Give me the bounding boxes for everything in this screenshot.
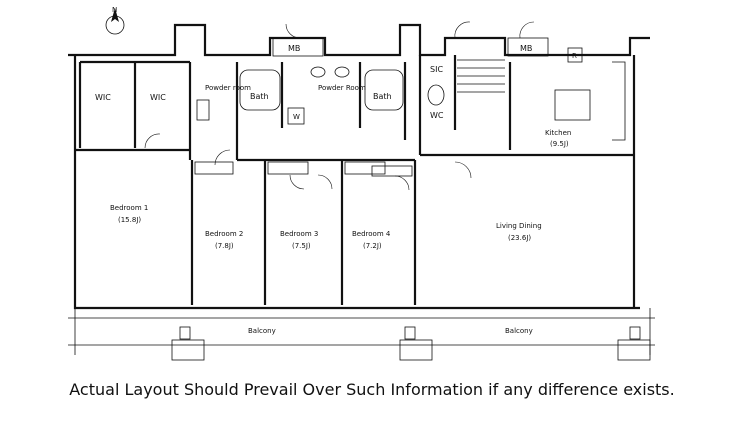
wic-label-1: WIC [95,93,111,102]
refrigerator-label: R [572,52,577,60]
north-compass-icon: N [105,6,125,35]
mb-label-2: MB [520,44,532,53]
wc-label: WC [430,111,444,120]
bedroom3-label: Bedroom 3 [280,230,318,238]
living-dining-label: Living Dining [496,222,542,230]
bedroom4-size: (7.2J) [363,242,382,250]
interior-walls [75,55,634,305]
outer-walls [68,23,655,355]
bedroom2-size: (7.8J) [215,242,234,250]
disclaimer-caption: Actual Layout Should Prevail Over Such I… [69,380,675,399]
bedroom3-size: (7.5J) [292,242,311,250]
bedroom1-label: Bedroom 1 [110,204,148,212]
powder-room-label-1: Powder room [205,84,251,92]
living-dining-size: (23.6J) [508,234,531,242]
bedroom4-label: Bedroom 4 [352,230,391,238]
fixtures [196,61,626,141]
floor-plan: N [68,6,655,361]
bedroom2-label: Bedroom 2 [205,230,243,238]
compass-label: N [112,6,117,14]
bedroom1-size: (15.8J) [118,216,141,224]
kitchen-label: Kitchen [545,129,571,137]
bath-label-2: Bath [373,92,392,101]
wic-label-2: WIC [150,93,166,102]
w-label: W [293,113,300,121]
sic-label: SIC [430,65,443,74]
balcony-label-2: Balcony [505,327,533,335]
powder-room-label-2: Powder Room [318,84,366,92]
kitchen-size: (9.5J) [550,140,569,148]
doors [144,21,535,191]
balcony-columns [171,326,651,361]
staircase [457,59,505,93]
mb-label-1: MB [288,44,300,53]
bath-label-1: Bath [250,92,269,101]
balcony-label-1: Balcony [248,327,276,335]
closets [194,161,413,177]
